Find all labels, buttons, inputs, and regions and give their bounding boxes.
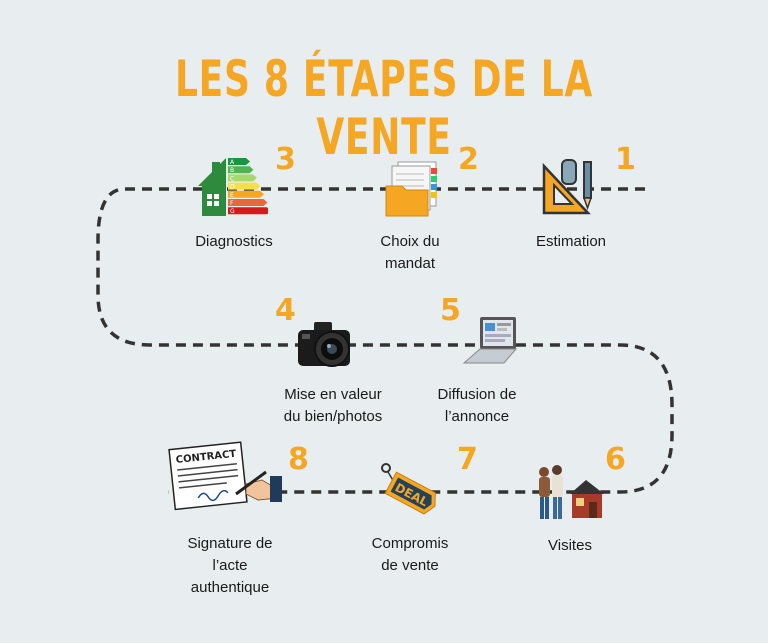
step-label: Choix du mandat — [380, 233, 440, 272]
page-title: LES 8 ÉTAPES DE LA VENTE — [174, 50, 594, 166]
energy-letter: G — [230, 208, 235, 215]
step-number: 8 — [288, 442, 309, 477]
step-number: 3 — [275, 142, 296, 177]
energy-letter: A — [230, 159, 235, 166]
step-number: 2 — [458, 142, 479, 177]
energy-bar — [228, 158, 250, 165]
step-number: 1 — [615, 142, 636, 177]
step-label: Signature de l’acte authentique — [187, 535, 273, 596]
documents-folder-icon — [385, 161, 437, 217]
ruler-compass-icon — [542, 159, 593, 215]
visitors-house-icon — [539, 465, 604, 519]
energy-letter: E — [230, 192, 234, 199]
step-number: 5 — [440, 293, 461, 328]
energy-letter: C — [230, 175, 234, 182]
step-number: 7 — [457, 442, 478, 477]
deal-tag-icon: DEAL — [381, 463, 436, 515]
energy-bar — [228, 166, 254, 174]
energy-bar — [228, 174, 257, 182]
laptop-icon — [462, 317, 518, 364]
energy-bar — [228, 182, 261, 190]
step-label: Diffusion de l’annonce — [437, 386, 517, 425]
energy-bar — [228, 207, 268, 215]
step-label: Diagnostics — [195, 233, 273, 250]
step-label: Visites — [548, 537, 592, 554]
contract-signature-icon: CONTRACT — [168, 441, 282, 511]
energy-bar — [228, 199, 268, 206]
step-label: Estimation — [535, 233, 607, 250]
step-label: Mise en valeur du bien/photos — [283, 386, 383, 425]
energy-letter: D — [230, 184, 235, 191]
step-number: 4 — [275, 293, 296, 328]
energy-letter: F — [230, 200, 234, 207]
energy-letter: B — [230, 167, 234, 174]
step-number: 6 — [605, 442, 626, 477]
camera-icon — [298, 322, 350, 367]
energy-bar — [228, 190, 264, 198]
step-label: Compromis de vente — [371, 535, 449, 574]
